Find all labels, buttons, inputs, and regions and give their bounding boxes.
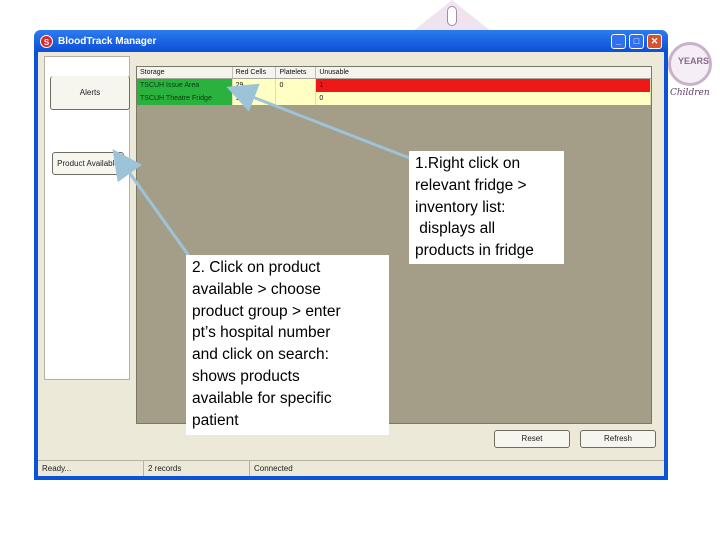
red-cells-cell: 29 [233,79,277,92]
callout-right-click-fridge: 1.Right click on relevant fridge > inven… [409,151,564,264]
reset-button[interactable]: Reset [494,430,570,448]
callout-line: and click on search: [192,346,329,364]
callout-line: products in fridge [415,242,534,260]
minimize-button[interactable]: _ [611,33,626,49]
column-header-red-cells[interactable]: Red Cells [233,67,277,78]
callout-line: displays all [415,220,496,238]
column-header-platelets[interactable]: Platelets [276,67,317,78]
callout-line: relevant fridge > [415,176,527,194]
table-row[interactable]: TSCUH Issue Area 29 0 1 [137,79,651,92]
status-records: 2 records [144,461,250,476]
table-row[interactable]: TSCUH Theatre Fridge 1 0 [137,92,651,105]
callout-line: 1.Right click on [415,155,521,172]
callout-line: available for specific [192,389,332,407]
close-button[interactable]: ✕ [647,33,662,49]
window-title: BloodTrack Manager [58,35,157,47]
status-bar: Ready... 2 records Connected [38,460,664,476]
app-icon: S [40,34,53,48]
logo-tagline: Children [670,88,710,98]
callout-line: inventory list: [415,198,506,216]
callout-product-available: 2. Click on product available > choose p… [186,255,389,435]
callout-line: product group > enter [192,302,341,320]
product-available-button[interactable]: Product Available [52,152,124,175]
callout-line: pt’s hospital number [192,324,331,342]
column-header-unusable[interactable]: Unusable [319,69,349,76]
red-cells-cell: 1 [233,92,277,105]
status-state: Ready... [38,461,144,476]
logo-years-text: YEARS [678,56,710,66]
callout-line: patient [192,411,239,429]
platelets-cell: 0 [276,79,317,92]
maximize-button[interactable]: □ [629,33,644,49]
platelets-cell [276,92,317,105]
callout-line: shows products [192,367,300,385]
grid-header: Storage Red Cells Platelets Unusable [137,67,651,79]
callout-line: 2. Click on product [192,259,321,276]
ring-icon [668,42,712,86]
unusable-cell: 1 [316,79,651,92]
figure-icon [447,6,457,26]
logo-anniversary: YEARS Children [664,40,720,102]
column-header-storage[interactable]: Storage [137,67,233,78]
refresh-button[interactable]: Refresh [580,430,656,448]
alerts-button[interactable]: Alerts [50,76,130,110]
status-connection: Connected [254,464,293,473]
callout-line: available > choose [192,280,321,298]
logo-mark-top [412,0,492,32]
title-bar[interactable]: S BloodTrack Manager _ □ ✕ [34,30,668,52]
storage-cell[interactable]: TSCUH Issue Area [137,79,233,92]
unusable-cell: 0 [316,92,651,105]
storage-cell[interactable]: TSCUH Theatre Fridge [137,92,233,105]
